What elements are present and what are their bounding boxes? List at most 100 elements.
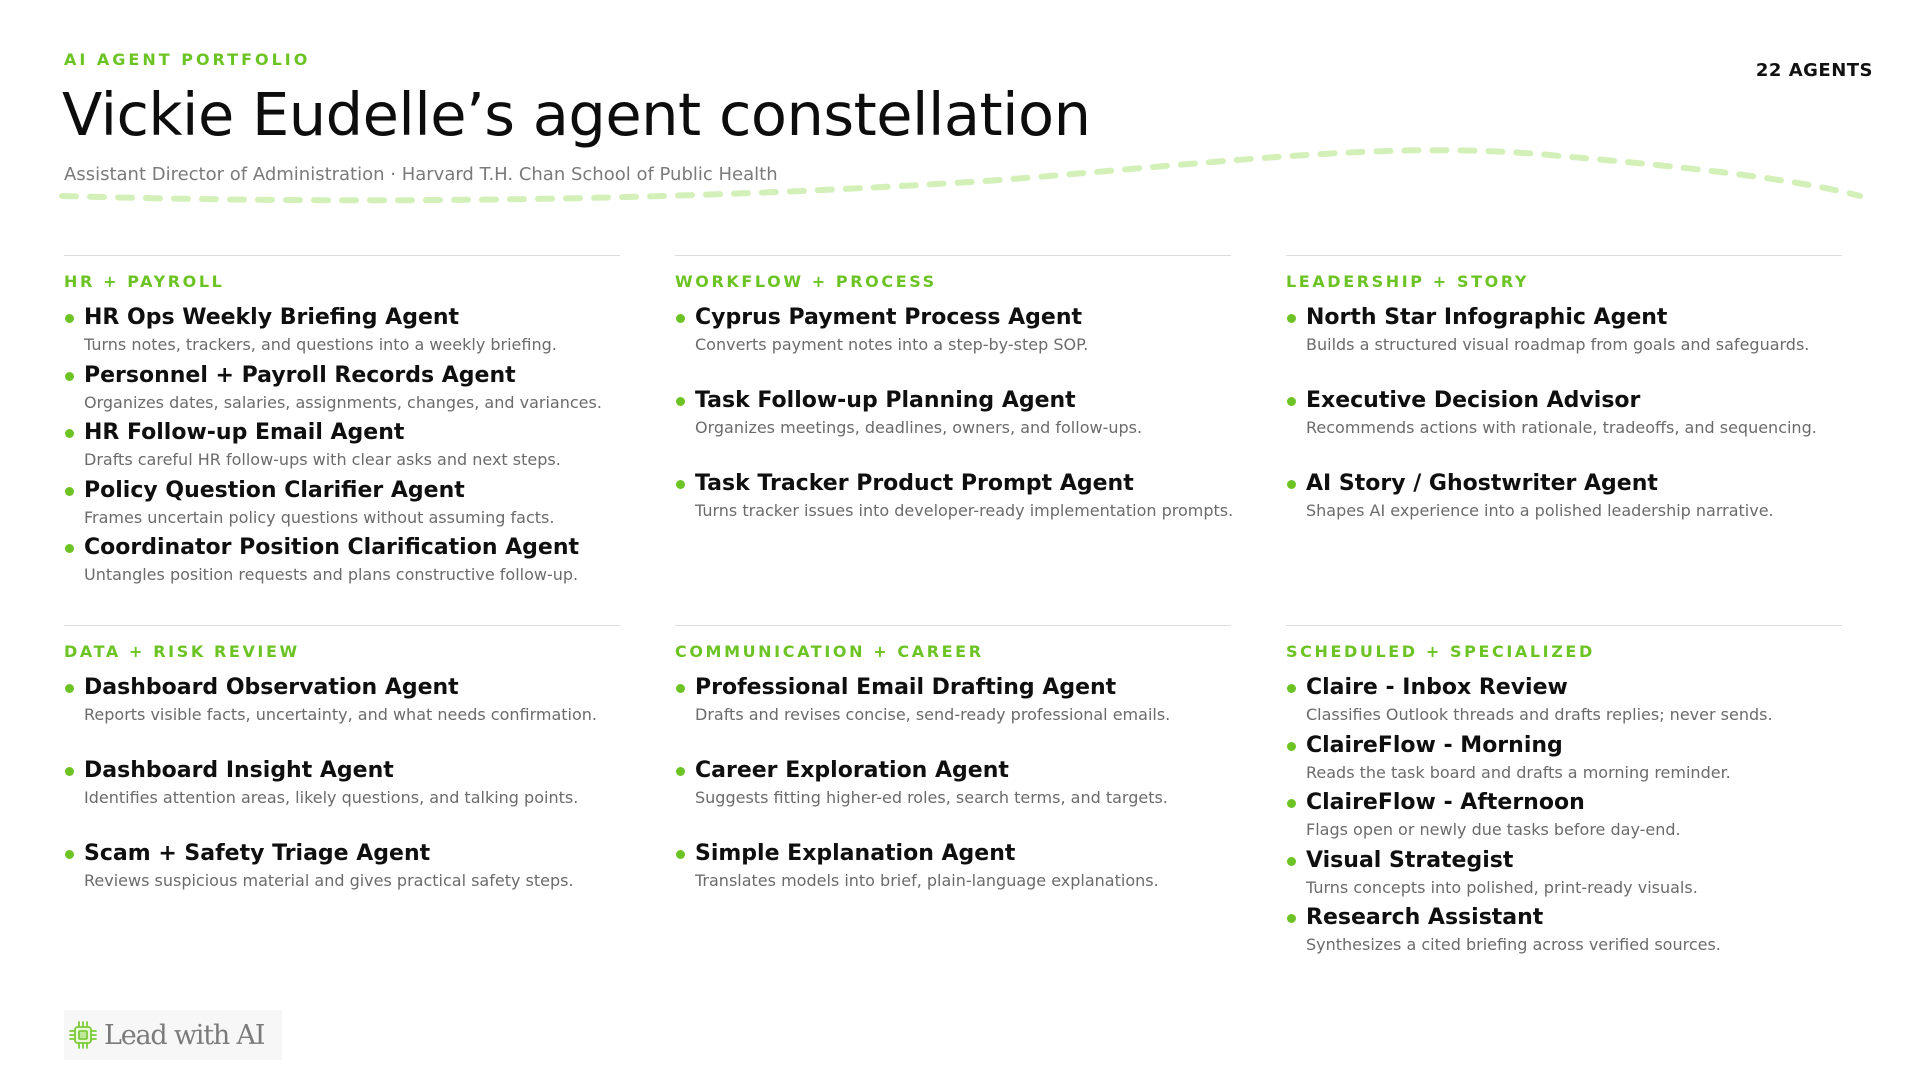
agent-description: Drafts and revises concise, send-ready p… bbox=[695, 705, 1171, 724]
agent-description: Turns tracker issues into developer-read… bbox=[695, 501, 1234, 520]
section-divider bbox=[1286, 255, 1842, 256]
agent-description: Recommends actions with rationale, trade… bbox=[1306, 418, 1817, 437]
agent-description: Frames uncertain policy questions withou… bbox=[84, 507, 555, 527]
agent-name: Simple Explanation Agent bbox=[695, 841, 1016, 866]
agent-name: AI Story / Ghostwriter Agent bbox=[1306, 471, 1658, 496]
chip-icon bbox=[69, 1021, 97, 1049]
agent-item: Coordinator Position Clarification Agent… bbox=[64, 532, 620, 590]
bullet-dot-icon bbox=[676, 684, 685, 693]
agent-name: Scam + Safety Triage Agent bbox=[84, 841, 431, 866]
agent-description: Builds a structured visual roadmap from … bbox=[1306, 335, 1810, 354]
agent-count: 22 AGENTS bbox=[1755, 60, 1873, 81]
agent-description: Untangles position requests and plans co… bbox=[84, 565, 579, 584]
logo-wordmark: Lead with AI bbox=[104, 1019, 265, 1051]
bullet-dot-icon bbox=[65, 371, 74, 381]
bullet-dot-icon bbox=[676, 480, 685, 489]
section-communication-career: COMMUNICATION + CAREER Professional Emai… bbox=[675, 625, 1231, 921]
agent-name: Dashboard Observation Agent bbox=[84, 675, 459, 700]
agent-description: Reviews suspicious material and gives pr… bbox=[84, 871, 574, 890]
bullet-dot-icon bbox=[676, 397, 685, 406]
agent-name: HR Ops Weekly Briefing Agent bbox=[84, 305, 460, 330]
agent-description: Reports visible facts, uncertainty, and … bbox=[84, 705, 597, 724]
agent-description: Translates models into brief, plain-lang… bbox=[695, 871, 1159, 890]
agent-name: Dashboard Insight Agent bbox=[84, 758, 394, 783]
bullet-dot-icon bbox=[1287, 480, 1296, 489]
section-title: LEADERSHIP + STORY bbox=[1286, 272, 1530, 291]
section-hr-payroll: HR + PAYROLL HR Ops Weekly Briefing Agen… bbox=[64, 255, 620, 590]
agent-description: Organizes dates, salaries, assignments, … bbox=[84, 392, 602, 412]
agent-name: Visual Strategist bbox=[1306, 847, 1514, 873]
bullet-dot-icon bbox=[65, 767, 74, 776]
agent-description: Suggests fitting higher-ed roles, search… bbox=[695, 788, 1168, 807]
page-title: Vickie Eudelle’s agent constellation bbox=[62, 80, 1091, 149]
bullet-dot-icon bbox=[676, 314, 685, 323]
agent-description: Converts payment notes into a step-by-st… bbox=[695, 335, 1089, 354]
agent-name: Research Assistant bbox=[1306, 905, 1544, 930]
brand-logo: Lead with AI bbox=[64, 1010, 282, 1060]
agent-name: ClaireFlow - Morning bbox=[1306, 732, 1563, 758]
section-divider bbox=[675, 255, 1231, 256]
section-title: HR + PAYROLL bbox=[64, 272, 225, 291]
agent-description: Classifies Outlook threads and drafts re… bbox=[1306, 705, 1773, 724]
section-divider bbox=[1286, 625, 1842, 626]
agent-name: ClaireFlow - Afternoon bbox=[1306, 790, 1585, 815]
section-divider bbox=[675, 625, 1231, 626]
bullet-dot-icon bbox=[1287, 914, 1296, 923]
page-subtitle: Assistant Director of Administration · H… bbox=[64, 164, 778, 185]
section-title: SCHEDULED + SPECIALIZED bbox=[1286, 642, 1595, 661]
agent-name: Cyprus Payment Process Agent bbox=[695, 305, 1082, 330]
section-title: COMMUNICATION + CAREER bbox=[675, 642, 984, 661]
section-divider bbox=[64, 625, 620, 626]
section-leadership-story: LEADERSHIP + STORY North Star Infographi… bbox=[1286, 255, 1842, 551]
bullet-dot-icon bbox=[676, 850, 685, 859]
section-data-risk-review: DATA + RISK REVIEW Dashboard Observation… bbox=[64, 625, 620, 921]
agent-name: Personnel + Payroll Records Agent bbox=[84, 362, 516, 388]
agent-name: Career Exploration Agent bbox=[695, 758, 1009, 783]
bullet-dot-icon bbox=[65, 314, 74, 323]
bullet-dot-icon bbox=[676, 767, 685, 776]
agent-name: Claire - Inbox Review bbox=[1306, 675, 1568, 700]
bullet-dot-icon bbox=[1287, 684, 1296, 693]
agent-description: Identifies attention areas, likely quest… bbox=[84, 788, 579, 807]
agent-description: Synthesizes a cited briefing across veri… bbox=[1306, 935, 1721, 954]
agent-description: Turns concepts into polished, print-read… bbox=[1306, 877, 1698, 897]
bullet-dot-icon bbox=[1287, 799, 1296, 808]
agent-name: North Star Infographic Agent bbox=[1306, 305, 1668, 330]
bullet-dot-icon bbox=[1287, 397, 1296, 406]
bullet-dot-icon bbox=[65, 544, 74, 553]
bullet-dot-icon bbox=[65, 684, 74, 693]
bullet-dot-icon bbox=[65, 850, 74, 859]
section-workflow-process: WORKFLOW + PROCESS Cyprus Payment Proces… bbox=[675, 255, 1234, 551]
bullet-dot-icon bbox=[1287, 741, 1296, 751]
agent-description: Organizes meetings, deadlines, owners, a… bbox=[695, 418, 1143, 437]
section-title: DATA + RISK REVIEW bbox=[64, 642, 300, 661]
bullet-dot-icon bbox=[1287, 314, 1296, 323]
agent-description: Flags open or newly due tasks before day… bbox=[1306, 820, 1681, 839]
section-title: WORKFLOW + PROCESS bbox=[675, 272, 937, 291]
agent-description: Shapes AI experience into a polished lea… bbox=[1306, 501, 1774, 520]
agent-name: Executive Decision Advisor bbox=[1306, 388, 1641, 413]
agent-description: Turns notes, trackers, and questions int… bbox=[84, 335, 557, 354]
agent-name: Task Follow-up Planning Agent bbox=[695, 388, 1076, 413]
agent-name: Task Tracker Product Prompt Agent bbox=[695, 471, 1134, 496]
section-scheduled-specialized: SCHEDULED + SPECIALIZED Claire - Inbox R… bbox=[1286, 625, 1842, 960]
